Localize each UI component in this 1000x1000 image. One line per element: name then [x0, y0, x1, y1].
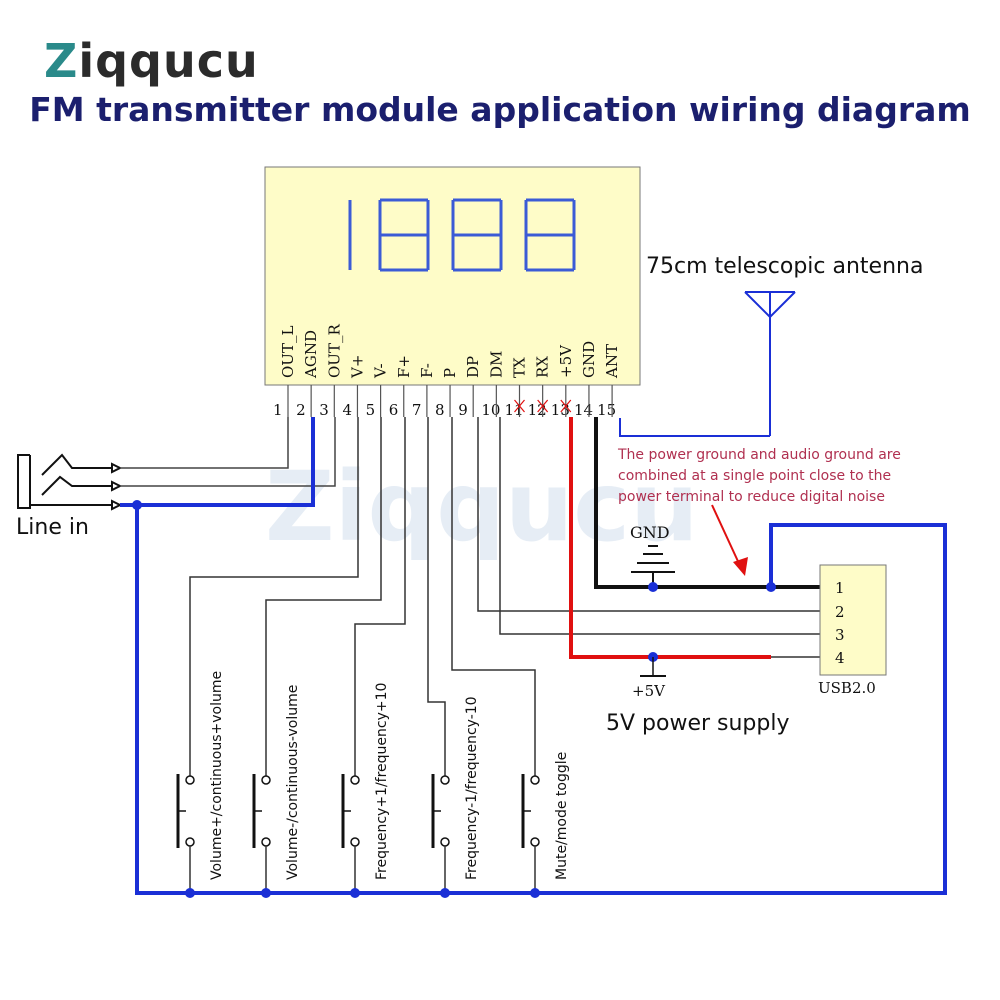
pin-label: V+: [348, 355, 366, 379]
junction: [530, 888, 540, 898]
push-button: Volume+/continuous+volume: [176, 417, 359, 898]
pin-label: DM: [487, 351, 505, 378]
switch-contact: [350, 837, 360, 847]
switch-contact: [530, 837, 540, 847]
note-line-2: combined at a single point close to the: [618, 468, 891, 484]
pin-number: 14: [574, 401, 593, 419]
junction: [648, 582, 658, 592]
usb-pin-2: 2: [835, 603, 845, 621]
switch-contact: [440, 837, 450, 847]
pin-label: V-: [372, 363, 390, 379]
watermark: Ziqqucu: [265, 451, 699, 563]
button-label: Frequency-1/frequency-10: [464, 696, 480, 880]
pin-number: 15: [597, 401, 616, 419]
pin-label: P: [441, 368, 459, 378]
button-wire: [189, 417, 359, 776]
plus5v-label: +5V: [632, 682, 666, 700]
push-button: Mute/mode toggle: [451, 417, 570, 898]
switch-contact: [185, 775, 195, 785]
antenna-label: 75cm telescopic antenna: [646, 254, 923, 279]
pin-label: TX: [511, 357, 529, 378]
junction: [766, 582, 776, 592]
pin-leads: [287, 385, 613, 417]
dm-wire: [499, 417, 820, 635]
usb-pin-4: 4: [835, 649, 845, 667]
pin-number: 1: [273, 401, 283, 419]
arrow-icon: [711, 504, 748, 576]
junction: [185, 888, 195, 898]
button-wire: [354, 417, 406, 776]
pin-number: 10: [481, 401, 500, 419]
buttons: Volume+/continuous+volume Volume-/continu…: [176, 417, 570, 898]
junction: [440, 888, 450, 898]
pin-number: 2: [296, 401, 306, 419]
diagram-title: FM transmitter module application wiring…: [29, 90, 971, 129]
switch-contact: [261, 775, 271, 785]
audio-jack-icon: [17, 453, 123, 511]
pin-label: +5V: [557, 344, 575, 378]
note-line-1: The power ground and audio ground are: [617, 447, 901, 463]
pin-label: RX: [534, 356, 552, 378]
gnd-wire: [594, 417, 820, 589]
button-label: Volume-/continuous-volume: [285, 685, 301, 880]
dp-wire: [477, 417, 820, 612]
push-button: Volume-/continuous-volume: [252, 417, 382, 898]
usb-connector: [819, 564, 887, 676]
gnd-label: GND: [630, 523, 670, 542]
pin-label: OUT_L: [279, 326, 297, 378]
button-wire: [451, 417, 536, 776]
junction: [261, 888, 271, 898]
pin-label: AGND: [302, 330, 320, 379]
pin-label: DP: [464, 356, 482, 378]
button-wire: [265, 417, 382, 776]
audio-wires: [120, 417, 336, 487]
display-digit: [524, 198, 576, 272]
brand-text: iqqucu: [78, 34, 259, 88]
display-digit: [451, 198, 503, 272]
button-label: Mute/mode toggle: [554, 752, 570, 880]
no-connect-mark: [514, 399, 525, 413]
pin-label: GND: [580, 341, 598, 378]
switch-contact: [185, 837, 195, 847]
switch-contact: [350, 775, 360, 785]
push-button: Frequency-1/frequency-10: [427, 417, 480, 898]
usb-pin-1: 1: [835, 579, 845, 597]
line-in-label: Line in: [16, 515, 89, 540]
pin-label: F-: [418, 363, 436, 378]
button-wire: [427, 417, 446, 776]
no-connect-mark: [560, 399, 572, 413]
pin-number: 7: [412, 401, 422, 419]
switch-contact: [440, 775, 450, 785]
switch-contact: [261, 837, 271, 847]
pin-number: 3: [319, 401, 329, 419]
plus5v-wire: [569, 417, 771, 659]
brand-logo: Ziqqucu: [44, 34, 259, 88]
pin-label: F+: [395, 355, 413, 378]
usb-pin-3: 3: [835, 626, 845, 644]
seven-segment-display: [348, 198, 576, 272]
display-digit: [378, 198, 430, 272]
power-supply-label: 5V power supply: [606, 711, 790, 736]
pin-number: 8: [435, 401, 445, 419]
pin-number: 9: [458, 401, 468, 419]
note-line-3: power terminal to reduce digital noise: [618, 489, 885, 505]
button-label: Frequency+1/frequency+10: [374, 683, 390, 880]
pin-label: OUT_R: [325, 324, 343, 378]
push-button: Frequency+1/frequency+10: [341, 417, 406, 898]
pin-number: 6: [389, 401, 399, 419]
junction: [350, 888, 360, 898]
pin-number: 5: [366, 401, 376, 419]
no-connect-mark: [537, 399, 549, 413]
button-label: Volume+/continuous+volume: [209, 671, 225, 880]
pin-labels: OUT_L 1 AGND 2 OUT_R 3 V+ 4 V- 5 F+ 6 F- 7 P 8 DP 9 DM 10 TX…: [273, 324, 621, 419]
pin-number: 4: [342, 401, 352, 419]
switch-contact: [530, 775, 540, 785]
antenna-icon: [619, 291, 796, 437]
ground-wire-audio: [120, 417, 315, 507]
usb-label: USB2.0: [818, 679, 876, 697]
ground-bus: [135, 505, 947, 895]
ground-symbol-icon: [631, 545, 675, 573]
pin-label: ANT: [603, 344, 621, 379]
